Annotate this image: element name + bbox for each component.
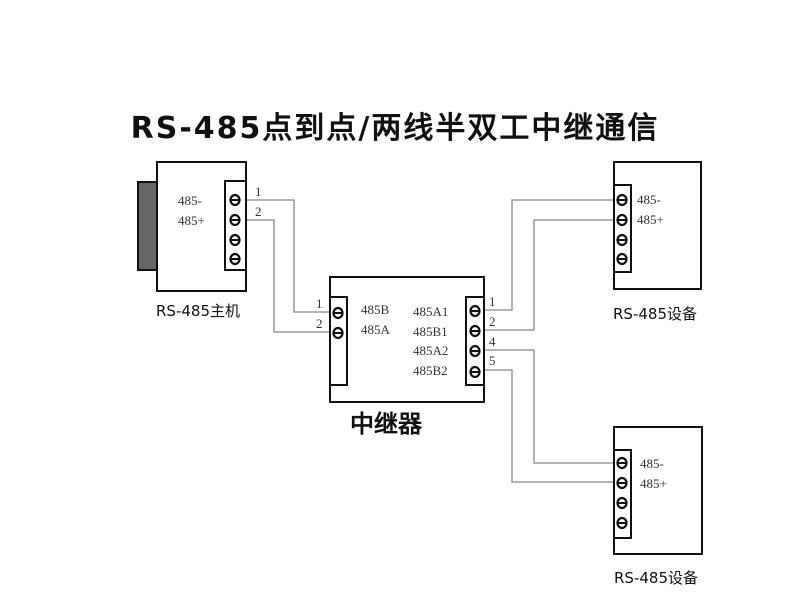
device-1-pin-1: 485- bbox=[637, 192, 661, 207]
repeater-label: 中继器 bbox=[350, 410, 423, 438]
repeater-right-pin-3: 485A2 bbox=[413, 343, 448, 358]
rs485-host: 485- 485+ 1 2 RS-485主机 bbox=[137, 161, 262, 320]
repeater-left-pin-1: 485B bbox=[361, 302, 390, 317]
repeater-right-pin-2: 485B1 bbox=[413, 324, 448, 339]
host-side-panel bbox=[137, 181, 158, 271]
host-wire-num-1: 1 bbox=[255, 184, 262, 199]
repeater-right-wire-2: 2 bbox=[489, 314, 496, 329]
wire-dev2-4 bbox=[482, 349, 614, 464]
wire-dev1-1 bbox=[482, 199, 614, 311]
device-2-label: RS-485设备 bbox=[614, 569, 698, 587]
repeater-right-wire-1: 1 bbox=[489, 294, 496, 309]
rs485-device-2: 485- 485+ RS-485设备 bbox=[613, 426, 703, 587]
wire-host-1 bbox=[245, 199, 330, 313]
repeater-right-wire-3: 4 bbox=[489, 334, 496, 349]
diagram-title: RS-485点到点/两线半双工中继通信 bbox=[130, 111, 660, 146]
repeater-right-pin-1: 485A1 bbox=[413, 304, 448, 319]
repeater-left-pin-2: 485A bbox=[361, 322, 391, 337]
rs485-device-1: 485- 485+ RS-485设备 bbox=[613, 161, 702, 323]
host-pin-1: 485- bbox=[178, 193, 202, 208]
host-pin-2: 485+ bbox=[178, 213, 205, 228]
device-2-terminal bbox=[613, 449, 632, 539]
repeater-left-terminal bbox=[329, 296, 348, 386]
device-1-pin-2: 485+ bbox=[637, 212, 664, 227]
wire-dev2-5 bbox=[482, 369, 614, 483]
device-1-label: RS-485设备 bbox=[613, 305, 697, 323]
repeater-box bbox=[329, 276, 485, 403]
wire-host-2 bbox=[245, 219, 330, 333]
host-wire-num-2: 2 bbox=[255, 204, 262, 219]
device-2-pin-1: 485- bbox=[640, 456, 664, 471]
repeater-left-wire-2: 2 bbox=[316, 316, 323, 331]
repeater-right-wire-4: 5 bbox=[489, 353, 496, 368]
repeater: 485B 485A 1 2 485A1 485B1 485A2 485B2 1 … bbox=[316, 276, 496, 438]
repeater-right-terminal bbox=[465, 296, 485, 386]
device-2-pin-2: 485+ bbox=[640, 476, 667, 491]
repeater-right-pin-4: 485B2 bbox=[413, 363, 448, 378]
repeater-left-wire-1: 1 bbox=[316, 296, 323, 311]
wire-dev1-2 bbox=[482, 219, 614, 331]
device-1-terminal bbox=[613, 184, 632, 273]
host-label: RS-485主机 bbox=[156, 302, 240, 320]
